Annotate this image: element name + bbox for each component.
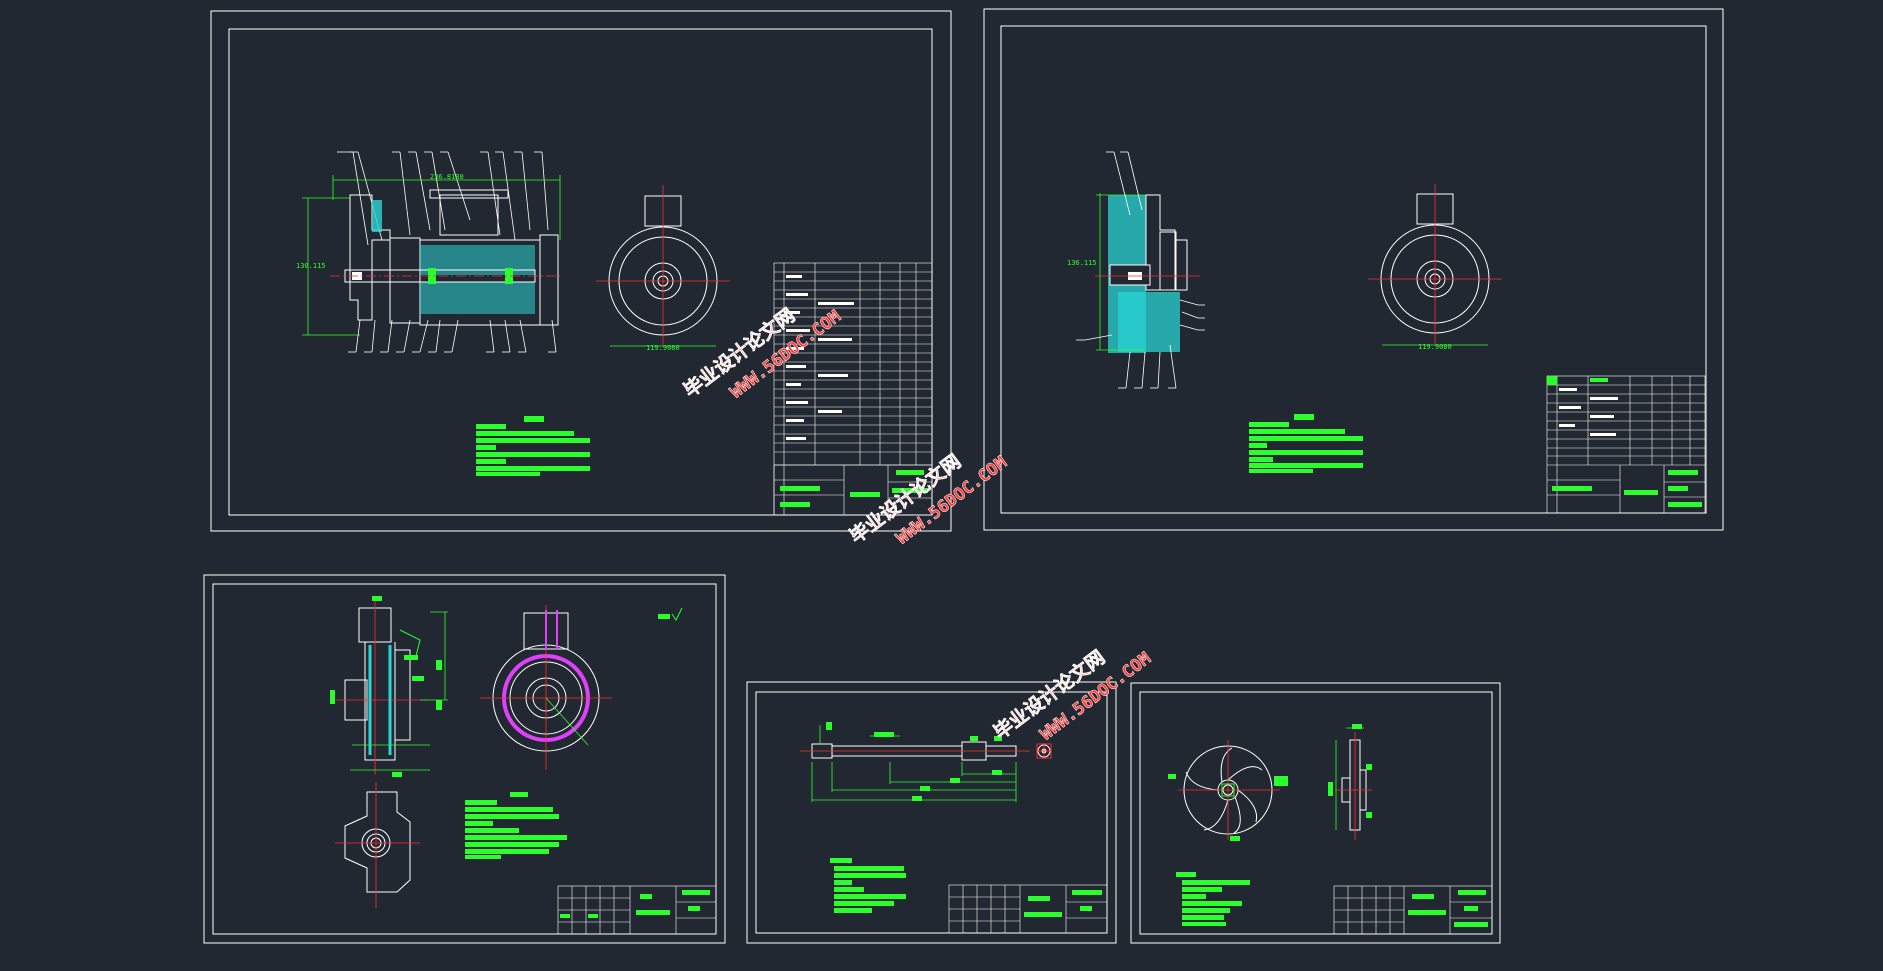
assembly-section-view bbox=[330, 189, 560, 326]
sheet-pump-assembly[interactable]: 136.115 236.8180 119 bbox=[210, 10, 952, 532]
part-balloons-bottom bbox=[348, 319, 557, 353]
body-end-view bbox=[1368, 184, 1502, 346]
casing-title-block-text bbox=[560, 890, 710, 918]
watermark-3: 毕业设计论文网 WWW.56DOC.COM bbox=[989, 645, 1155, 745]
impeller-section-view bbox=[1335, 727, 1372, 840]
shaft-view bbox=[800, 741, 1052, 761]
body-height-label: 136.115 bbox=[1067, 259, 1097, 267]
impeller-title-block-text bbox=[1408, 890, 1488, 927]
impeller-front-dimensions bbox=[1168, 774, 1288, 841]
assembly-parts-list-text bbox=[786, 275, 854, 440]
sheet-impeller[interactable] bbox=[1130, 682, 1501, 944]
shaft-dimension-text bbox=[826, 722, 1002, 801]
watermark-2: 毕业设计论文网 WWW.56DOC.COM bbox=[845, 449, 1011, 549]
sheet-casing[interactable] bbox=[203, 574, 726, 944]
assembly-title-block bbox=[773, 464, 933, 516]
casing-title-block bbox=[557, 885, 717, 935]
impeller-title-block bbox=[1333, 885, 1493, 935]
sheet-pump-body[interactable]: 136.115 119.9080 bbox=[983, 8, 1724, 531]
shaft-technical-notes bbox=[830, 858, 906, 913]
casing-dimension-lines bbox=[350, 611, 448, 771]
casing-side-view bbox=[335, 782, 420, 908]
casing-section-view bbox=[330, 600, 430, 775]
assembly-diameter-label: 119.9080 bbox=[646, 344, 680, 352]
assembly-dimensions bbox=[302, 175, 561, 336]
shaft-title-block-text bbox=[1024, 890, 1102, 917]
sheet-shaft[interactable] bbox=[746, 681, 1117, 944]
assembly-length-label: 236.8180 bbox=[430, 173, 464, 181]
body-part-balloons bbox=[1076, 151, 1205, 389]
body-diameter-label: 119.9080 bbox=[1418, 343, 1452, 351]
impeller-front-view bbox=[1178, 740, 1280, 840]
casing-technical-notes bbox=[465, 792, 567, 859]
impeller-section-dimensions bbox=[1328, 724, 1372, 818]
body-parts-list bbox=[1546, 375, 1706, 514]
body-parts-list-text bbox=[1547, 376, 1702, 507]
assembly-height-label: 136.115 bbox=[296, 262, 326, 270]
casing-dimensions bbox=[330, 596, 442, 777]
body-section-view bbox=[1095, 193, 1200, 353]
assembly-technical-notes bbox=[476, 416, 590, 476]
shaft-dimensions bbox=[811, 725, 1017, 802]
assembly-end-view bbox=[596, 185, 730, 347]
shaft-title-block bbox=[948, 884, 1108, 934]
assembly-parts-list bbox=[773, 262, 933, 516]
casing-roughness-mark bbox=[658, 607, 683, 621]
casing-front-view bbox=[480, 605, 612, 770]
assembly-title-block-text bbox=[780, 470, 928, 507]
impeller-technical-notes bbox=[1176, 872, 1250, 926]
body-technical-notes bbox=[1249, 414, 1363, 473]
